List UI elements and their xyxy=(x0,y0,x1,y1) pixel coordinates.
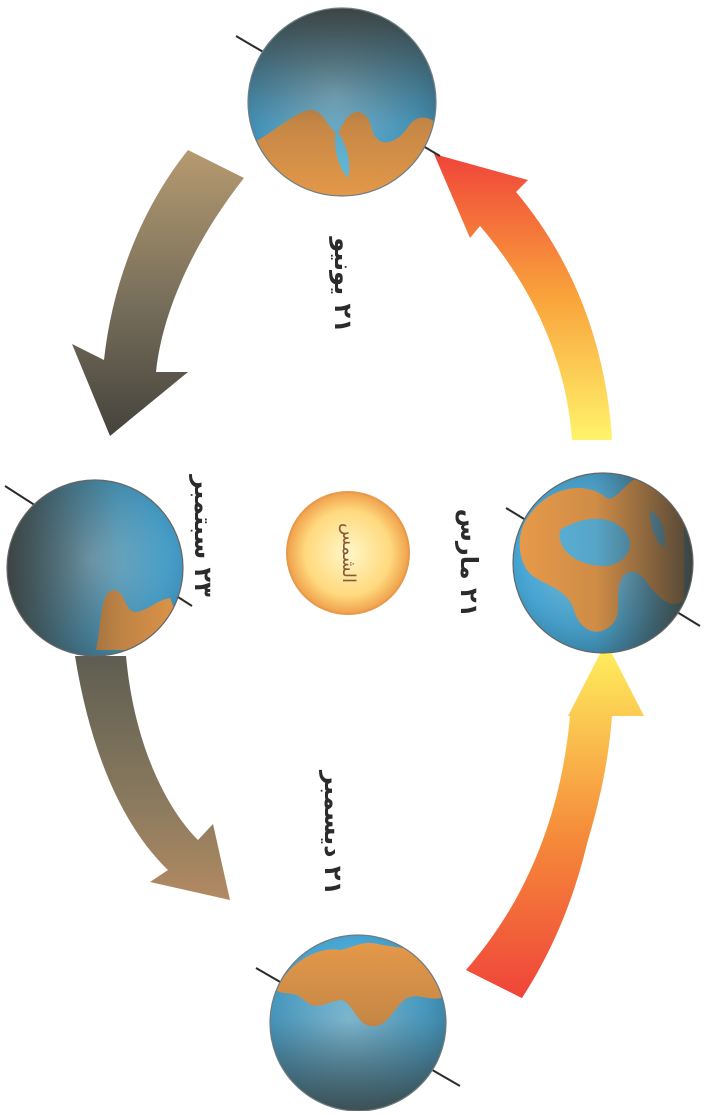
arrow-bottom-right-up xyxy=(466,642,644,998)
sun-label: الشمس xyxy=(338,523,359,583)
arrow-right-top-up xyxy=(434,154,612,440)
date-label-march: ٢١ مارس xyxy=(455,509,483,617)
arrow-left-bottom-down xyxy=(75,656,230,900)
globe-december xyxy=(255,934,461,1112)
arrow-top-left-down xyxy=(72,150,244,436)
date-label-september: ٢٣ سبتمبر xyxy=(189,474,217,597)
globe-september xyxy=(4,479,193,657)
globe-march xyxy=(505,472,701,654)
sun: الشمس xyxy=(286,491,410,615)
date-label-june: ٢١ يونيو xyxy=(329,236,357,333)
date-label-december: ٢١ ديسمبر xyxy=(319,770,347,895)
